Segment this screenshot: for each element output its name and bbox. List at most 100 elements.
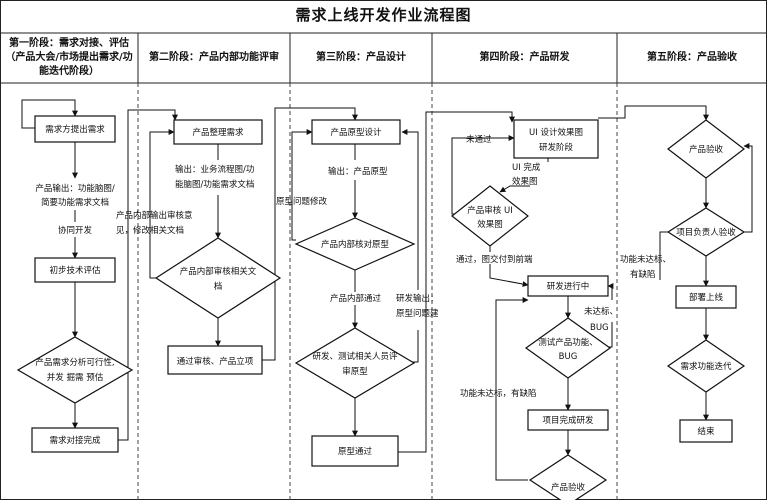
label-p2-output-2: 能脑图/功能需求文档 <box>175 179 254 190</box>
label-p3-fix: 原型问题修改 <box>276 196 328 207</box>
node-p4-ui-text-2: 研发阶段 <box>539 142 574 153</box>
edge-p5-owner-right <box>743 143 753 233</box>
edge-p3-devout-up <box>401 129 419 290</box>
label-p4-notmet: 功能未达标，有缺陷 <box>460 388 537 399</box>
node-p4-accept <box>528 454 608 500</box>
phase-1-sub: （产品大会/市场提出需求/功能迭代阶段） <box>5 52 133 77</box>
node-p3-proto-text: 产品原型设计 <box>330 127 382 138</box>
label-p2-output-1: 输出：业务流程图/功 <box>175 164 254 175</box>
phase-2-label: 第二阶段：产品内部功能评审 <box>149 52 279 63</box>
edge-p4-uidone-review <box>499 185 530 193</box>
node-p2-review-text-1: 产品内部审核相关文 <box>180 266 257 277</box>
phase-3-label: 第三阶段：产品设计 <box>316 52 406 63</box>
label-p4-pass: 通过，图交付到前端 <box>456 254 533 265</box>
node-p4-ui <box>513 119 599 159</box>
node-p4-uireview-text-2: 效果图 <box>477 219 503 230</box>
label-p1-output-1: 产品输出：功能脑图/ <box>35 183 115 194</box>
node-p4-dev <box>527 275 609 297</box>
edge-p1-loop-top <box>21 99 78 129</box>
phase-header-4: 第四阶段：产品研发 <box>432 33 617 83</box>
edge-p4-bug-dev <box>607 283 614 300</box>
node-p5-deploy-text: 部署上线 <box>689 292 724 303</box>
node-p1-analysis <box>16 336 134 404</box>
node-p4-uireview-text-1: 产品审核 UI <box>467 205 512 216</box>
label-p4-bug-1: 未达标、 <box>584 306 618 317</box>
phase-header-1: 第一阶段：需求对接、评估 （产品大会/市场提出需求/功能迭代阶段） <box>0 33 138 83</box>
node-p3-review-text-1: 研发、测试相关人员评 <box>312 351 398 362</box>
label-p3-devout-2: 原型问题建 <box>396 308 439 319</box>
label-p5-notmet-1: 功能未达标、 <box>620 254 671 265</box>
label-p4-fail: 未通过 <box>466 134 492 145</box>
edge-p3-pass-to-p4 <box>398 111 515 453</box>
connectors <box>21 99 753 481</box>
node-p3-review-text-2: 审原型 <box>342 366 368 377</box>
node-p2-pass-text: 通过审核、产品立项 <box>177 356 254 367</box>
node-p5-accept-text: 产品验收 <box>689 144 724 155</box>
edge-p1-done-to-p2 <box>118 109 178 441</box>
node-p4-dev-text: 研发进行中 <box>547 281 590 292</box>
label-p2-back-1: 产品内部输出审核意 <box>116 210 193 221</box>
node-p5-owner-text: 项目负责人验收 <box>676 227 736 238</box>
node-p2-sort-text: 产品整理需求 <box>192 127 244 138</box>
node-p1-analysis-text-1: 产品需求分析可行性, <box>35 357 114 368</box>
node-p5-end <box>679 419 733 443</box>
node-p1-eval <box>34 257 116 283</box>
node-p3-proto <box>311 119 401 145</box>
nodes <box>16 115 746 500</box>
label-p2-back-2: 见，修改相关文档 <box>116 225 184 236</box>
node-p1-req-text: 需求方提出需求 <box>45 124 105 135</box>
phase-1-label: 第一阶段：需求对接、评估 <box>9 38 129 49</box>
node-p5-owner <box>666 207 746 257</box>
label-p4-uidone-1: UI 完成 <box>512 162 541 173</box>
edge-p4-accept-back <box>495 297 529 481</box>
node-p1-req <box>34 115 116 143</box>
page-title: 需求上线开发作业流程图 <box>295 6 472 24</box>
node-p5-end-text: 结束 <box>697 426 715 437</box>
label-p1-dev: 协同开发 <box>58 225 93 236</box>
edge-p3-check-fix <box>291 129 313 241</box>
phase-header-3: 第三阶段：产品设计 <box>290 33 432 83</box>
edge-p4-to-p5 <box>598 105 709 121</box>
label-p3-output: 输出：产品原型 <box>328 166 388 177</box>
node-p4-done-text: 项目完成研发 <box>542 415 594 426</box>
node-p3-pass <box>311 435 399 467</box>
node-p5-iter-text: 需求功能迭代 <box>680 361 732 372</box>
node-p2-review-text-2: 档 <box>214 281 223 292</box>
header-grid <box>0 32 767 84</box>
label-p4-uidone-2: 效果图 <box>512 176 538 187</box>
node-p1-done-text: 需求对接完成 <box>49 435 101 446</box>
node-p4-ui-text-1: UI 设计效果图 <box>529 127 583 138</box>
edge-p3-review-devout <box>412 330 419 363</box>
node-p3-check-text: 产品内部核对原型 <box>321 239 390 250</box>
label-p4-bug-2: BUG <box>590 323 609 333</box>
phase-header-5: 第五阶段：产品验收 <box>617 33 767 83</box>
node-p4-accept-text: 产品验收 <box>551 482 586 493</box>
node-p1-analysis-text-2: 并发 掘需 预估 <box>47 372 104 383</box>
node-p3-check <box>294 217 416 271</box>
node-p5-deploy <box>675 285 737 309</box>
label-p5-notmet-2: 有缺陷 <box>630 269 656 280</box>
node-p2-review <box>154 237 282 319</box>
edge-labels: 产品输出：功能脑图/ 简要功能需求文档 协同开发 输出：业务流程图/功 能脑图/… <box>35 134 671 399</box>
phase-header-2: 第二阶段：产品内部功能评审 <box>138 33 290 83</box>
edge-p4-pass-dev <box>489 264 529 287</box>
node-p2-sort <box>173 119 263 145</box>
phase-4-label: 第四阶段：产品研发 <box>479 52 570 63</box>
edge-p2-review-back <box>149 129 175 279</box>
phase-5-label: 第五阶段：产品验收 <box>647 52 737 63</box>
node-p3-pass-text: 原型通过 <box>338 446 373 457</box>
edge-p5-owner-notmet <box>659 231 668 280</box>
node-p4-test-text-2: BUG <box>559 352 578 362</box>
node-p2-pass <box>167 345 263 375</box>
label-p1-output-2: 简要功能需求文档 <box>41 197 109 208</box>
node-p4-uireview <box>451 185 529 247</box>
node-texts: 需求方提出需求 初步技术评估 产品需求分析可行性, 并发 掘需 预估 需求对接完… <box>35 124 736 493</box>
node-p3-review <box>294 327 416 399</box>
node-p1-eval-text: 初步技术评估 <box>49 265 101 276</box>
node-p1-done <box>31 427 119 453</box>
node-p5-iter <box>666 339 746 393</box>
node-p4-done <box>527 409 609 431</box>
node-p4-test-text-1: 测试产品功能、 <box>538 337 598 348</box>
label-p3-pass: 产品内部通过 <box>330 293 382 304</box>
